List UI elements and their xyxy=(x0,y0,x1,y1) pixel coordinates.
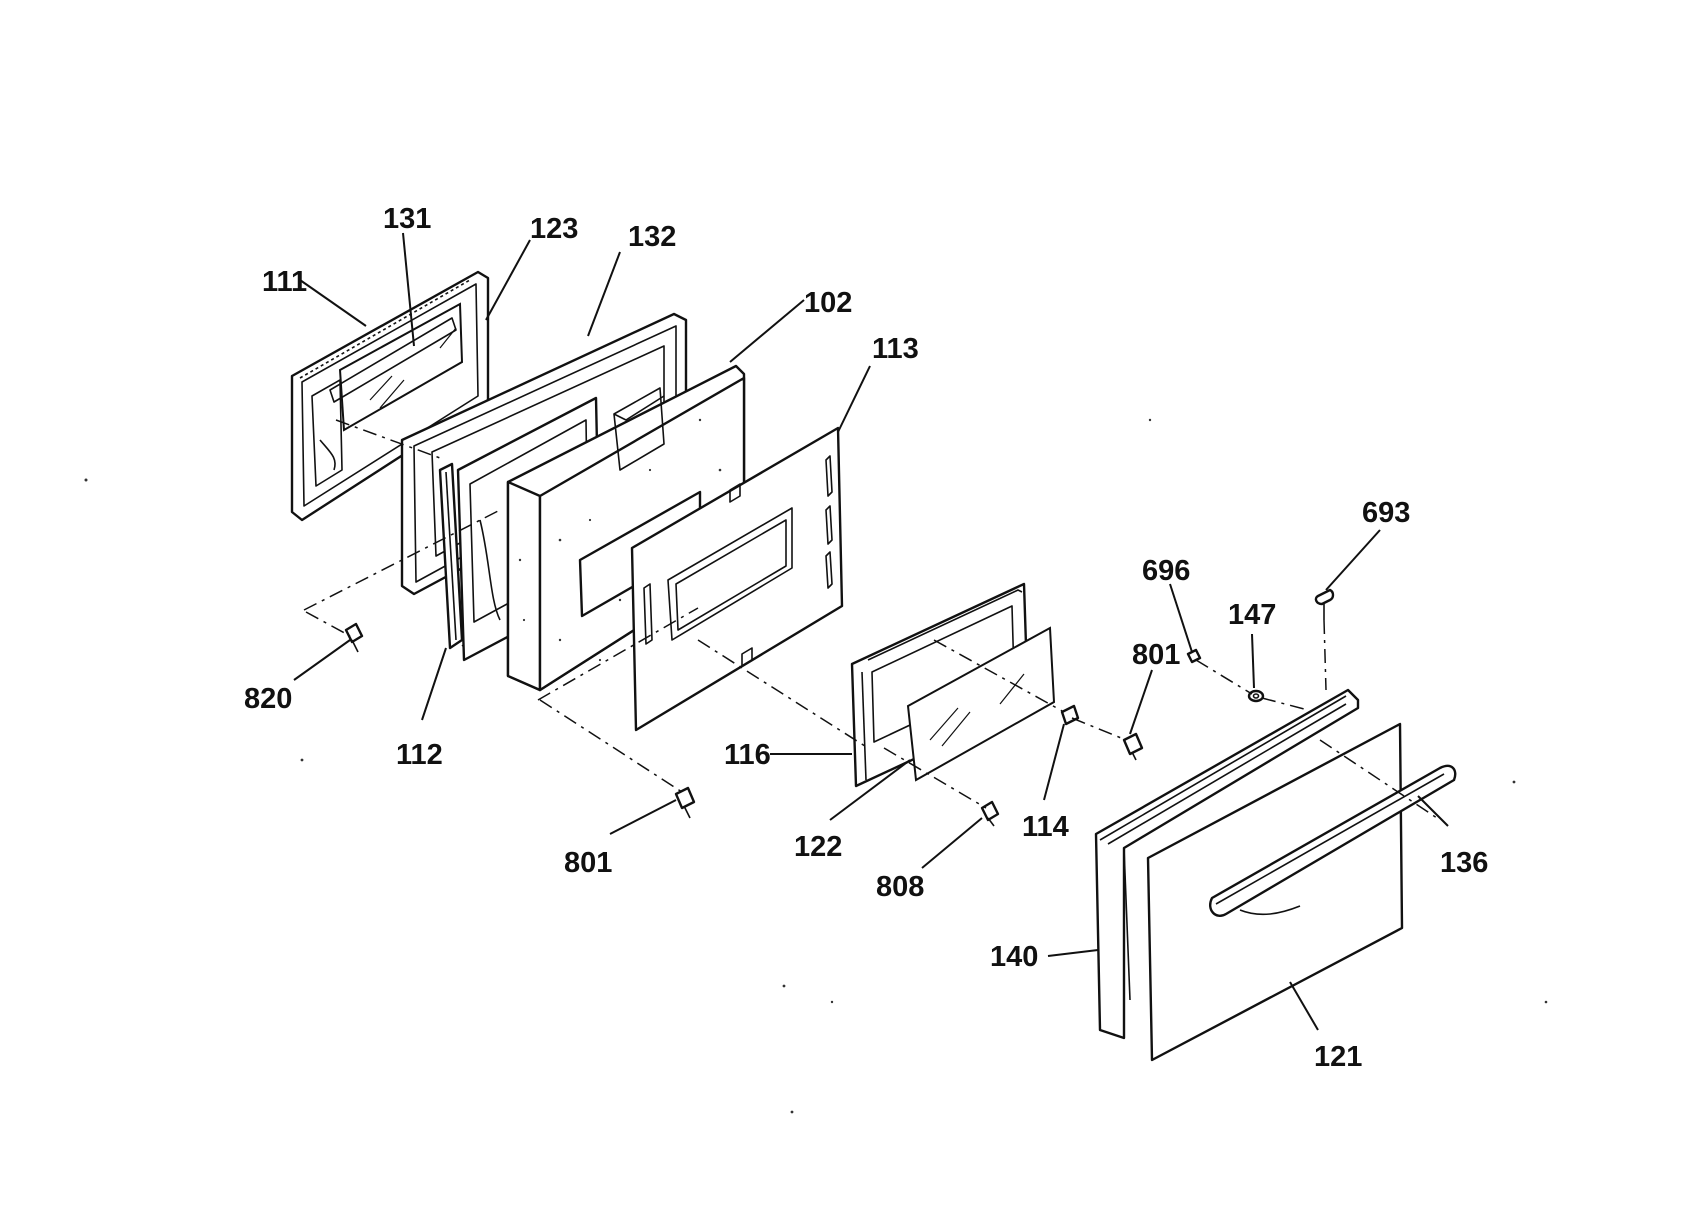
fastener-801-left xyxy=(674,786,696,819)
screw-693 xyxy=(1314,588,1335,620)
callout-111: 111 xyxy=(262,266,307,298)
callout-140: 140 xyxy=(990,941,1038,973)
fastener-808 xyxy=(980,800,1000,827)
part-136-handle xyxy=(1209,764,1457,917)
callout-123: 123 xyxy=(530,213,578,245)
fastener-801-right xyxy=(1122,732,1144,761)
callout-132: 132 xyxy=(628,221,676,253)
part-131-inner-glass xyxy=(329,302,464,432)
fastener-820 xyxy=(344,622,364,653)
callout-114: 114 xyxy=(1022,811,1069,843)
callout-122: 122 xyxy=(794,831,842,863)
callout-112: 112 xyxy=(396,739,443,771)
callout-131: 131 xyxy=(383,203,431,235)
part-113-inner-panel xyxy=(630,426,844,732)
screw-696 xyxy=(1186,648,1202,664)
callout-labels: 111 131 123 132 102 113 693 696 147 801 … xyxy=(244,203,1488,1073)
callout-121: 121 xyxy=(1314,1041,1362,1073)
leader-lines xyxy=(293,232,1449,1031)
callout-801-right: 801 xyxy=(1132,639,1180,671)
clip-114 xyxy=(1060,704,1080,726)
part-140-outer-frame xyxy=(1094,688,1360,1040)
part-122-glass xyxy=(906,626,1056,782)
callout-102: 102 xyxy=(804,287,852,319)
callout-801-left: 801 xyxy=(564,847,612,879)
callout-116: 116 xyxy=(724,739,771,771)
callout-696: 696 xyxy=(1142,555,1190,587)
callout-136: 136 xyxy=(1440,847,1488,879)
callout-113: 113 xyxy=(872,333,919,365)
callout-820: 820 xyxy=(244,683,292,715)
part-121-outer-panel xyxy=(1146,722,1404,1062)
callout-693: 693 xyxy=(1362,497,1410,529)
washer-147 xyxy=(1247,689,1265,703)
callout-147: 147 xyxy=(1228,599,1276,631)
scan-specks xyxy=(84,418,1548,1114)
callout-808: 808 xyxy=(876,871,924,903)
assembly-lines xyxy=(303,419,1441,821)
